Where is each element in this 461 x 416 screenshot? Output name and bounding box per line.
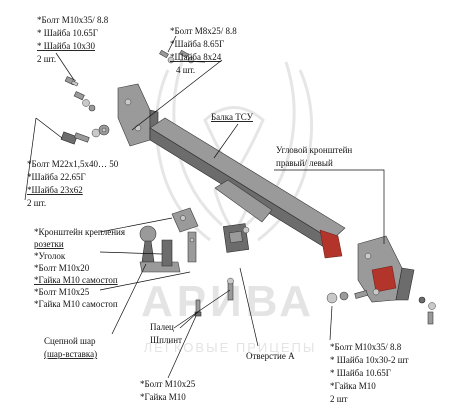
leader-lines [24,35,385,379]
label-nut-m10-b: *Гайка М10 [140,392,186,402]
label-beam: Балка ТСУ [211,112,254,122]
label-pin-line1: Палец [150,322,174,332]
label-bolt-m8x25: *Болт М8х25/ 8.8 [170,26,237,36]
label-bolt-m10x20: *Болт М10х20 [34,263,90,273]
label-nut-m10-r: *Гайка М10 [330,381,376,391]
label-bolt-m10x35: *Болт М10х35/ 8.8 [37,15,109,25]
label-washer-1065-b: * Шайба 10.65Г [330,368,391,378]
socket-bracket [171,207,199,263]
label-hole-a: Отверстие А [246,351,295,361]
label-ball-line1: Сцепной шар [44,336,96,346]
label-washer-865: *Шайба 8.65Г [170,39,224,49]
label-bracket-line1: Угловой кронштейн [276,145,352,155]
label-qty-4: 4 шт. [176,65,195,75]
tow-ball [139,225,181,273]
hitch-beam [149,117,346,259]
label-qty-2: 2 шт. [37,54,56,64]
label-washer-23x62: *Шайба 23х62 [27,185,83,195]
label-bolts-top-left: *Болт М10х35/ 8.8 * Шайба 10.65Г * Шайба… [37,15,109,64]
watermark-tagline: ЛЕГКОВЫЕ ПРИЦЕПЫ [144,340,317,355]
label-qty-2-m22: 2 шт. [27,198,46,208]
bolt-set-bottom-right [326,290,436,325]
angle-bracket [357,235,415,303]
label-bolt-m10x25: *Болт М10х25 [34,287,90,297]
label-washer-2265: *Шайба 22.65Г [27,172,86,182]
label-ball-line2: (шар-вставка) [44,349,97,359]
label-nut-self-locking-2: *Гайка М10 самостоп [34,299,118,309]
label-bolt-m10x25-b: *Болт М10х25 [140,379,196,389]
label-washer-10x30-b: * Шайба 10х30-2 шт [330,355,409,365]
label-bolt-m22: *Болт М22х1,5х40… 50 [27,159,119,169]
label-pin-line2: Шплинт [150,335,182,345]
bolt-set-top-left [64,76,96,112]
label-socket: розетки [34,239,64,249]
label-qty-2-r: 2 шт [330,394,348,404]
label-washer-8x24: *Шайба 8х24 [170,52,222,62]
label-bracket-line2: правый/ левый [276,158,333,168]
label-socket-kit: *Кронштейн крепления розетки *Уголок *Бо… [34,227,125,309]
label-bolts-top-center: *Болт М8х25/ 8.8 *Шайба 8.65Г *Шайба 8х2… [170,26,237,75]
label-bolts-bottom-right: *Болт М10х35/ 8.8 * Шайба 10х30-2 шт * Ш… [330,342,409,404]
label-bolt-m10x35-b: *Болт М10х35/ 8.8 [330,342,402,352]
label-washer-10x30: * Шайба 10х30 [37,41,95,51]
label-socket-bracket: *Кронштейн крепления [34,227,125,237]
label-ball: Сцепной шар (шар-вставка) [44,336,97,359]
label-angle: *Уголок [34,251,66,261]
label-nut-self-locking-1: *Гайка М10 самостоп [34,275,118,285]
watermark-brand: АРИВА [141,277,315,326]
label-bracket: Угловой кронштейн правый/ левый [276,145,352,168]
label-pin: Палец Шплинт [150,322,182,345]
label-bolts-bottom-left: *Болт М10х25 *Гайка М10 [140,379,196,402]
label-bolts-m22: *Болт М22х1,5х40… 50 *Шайба 22.65Г *Шайб… [27,159,119,208]
label-washer-1065: * Шайба 10.65Г [37,28,98,38]
bolt-set-m22 [60,124,110,145]
pin [227,277,234,301]
